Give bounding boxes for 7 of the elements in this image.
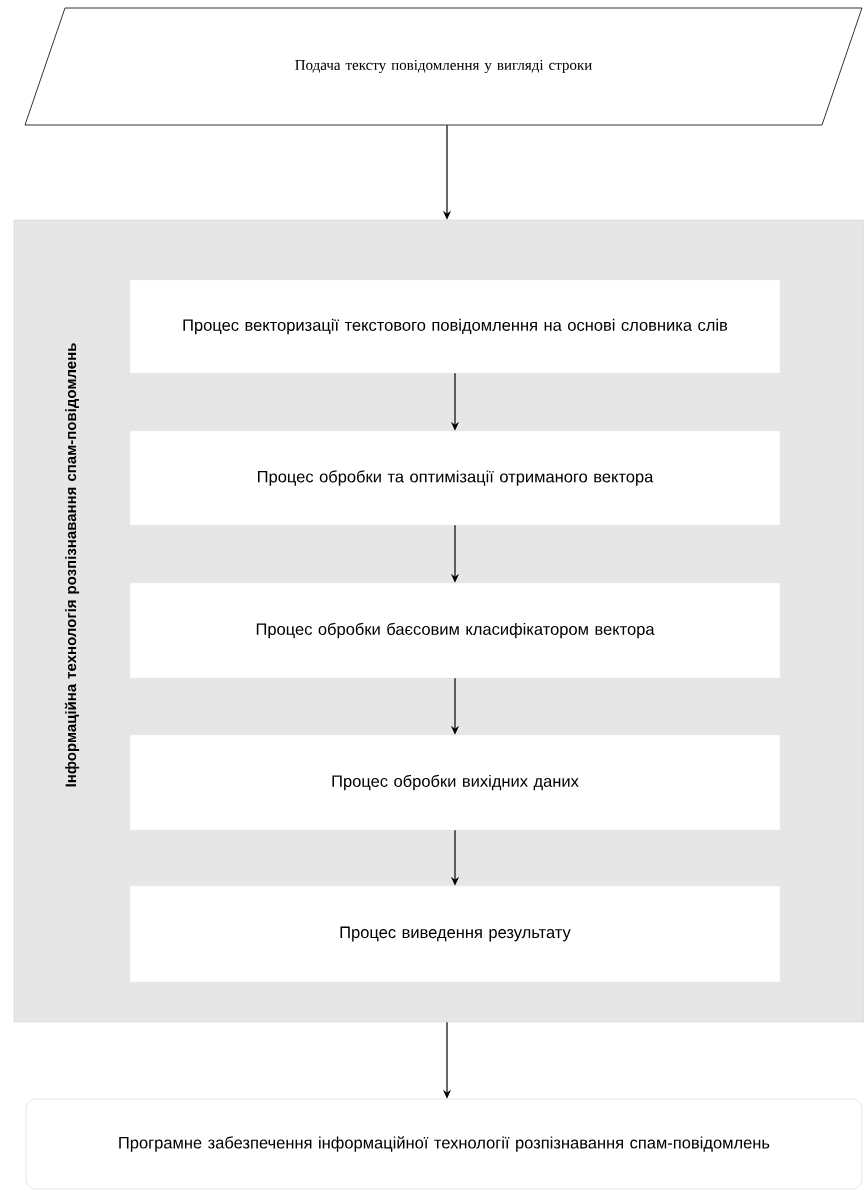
output-box: Програмне забезпечення інформаційної технології розпізнавання спам-повідомлень [25,1098,863,1190]
process-box: Процес обробки баєсовим класифікатором вектора [129,582,781,679]
process-box: Процес обробки вихідних даних [129,734,781,831]
process-box: Процес виведення результату [129,885,781,983]
process-box: Процес обробки та оптимізації отриманого вектора [129,430,781,526]
process-box: Процес векторизації текстового повідомлення на основі словника слів [129,279,781,374]
input-parallelogram: Подача тексту повідомлення у вигляді строки [24,7,863,126]
